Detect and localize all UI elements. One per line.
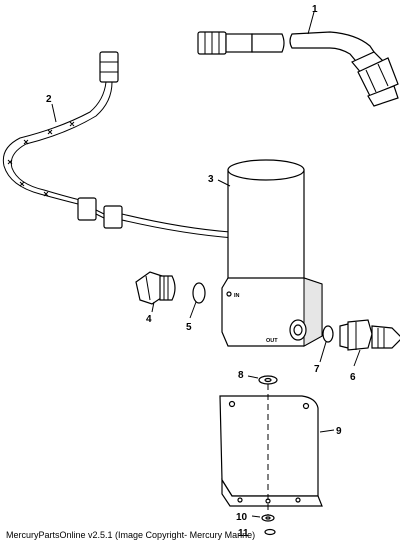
inlet-marking: IN bbox=[234, 293, 240, 299]
leader-line-3 bbox=[217, 179, 231, 187]
callout-6: 6 bbox=[350, 372, 356, 383]
washer-bottom[interactable] bbox=[261, 514, 275, 522]
copyright-footer: MercuryPartsOnline v2.5.1 (Image Copyrig… bbox=[6, 530, 256, 540]
fuel-hose-assembly[interactable] bbox=[197, 31, 399, 107]
callout-3: 3 bbox=[208, 174, 214, 185]
callout-7: 7 bbox=[314, 364, 320, 375]
outlet-marking: OUT bbox=[266, 338, 278, 344]
callout-11: 11 bbox=[238, 528, 249, 539]
washer-top[interactable] bbox=[258, 375, 278, 385]
fuel-pump-body[interactable] bbox=[221, 159, 323, 347]
leader-line-5 bbox=[189, 301, 197, 319]
wiring-harness[interactable] bbox=[2, 51, 267, 239]
inlet-fitting[interactable] bbox=[135, 271, 176, 305]
callout-9: 9 bbox=[336, 426, 342, 437]
leader-line-10 bbox=[251, 515, 261, 518]
outlet-fitting[interactable] bbox=[339, 319, 400, 351]
callout-10: 10 bbox=[236, 512, 248, 523]
o-ring-inlet[interactable] bbox=[192, 282, 206, 304]
o-ring-outlet[interactable] bbox=[322, 325, 334, 343]
leader-line-6 bbox=[353, 349, 361, 367]
callout-2: 2 bbox=[46, 94, 52, 105]
callout-1: 1 bbox=[312, 4, 318, 15]
leader-line-1 bbox=[307, 11, 315, 35]
callout-8: 8 bbox=[238, 370, 244, 381]
callout-5: 5 bbox=[186, 322, 192, 333]
nut[interactable] bbox=[264, 528, 276, 536]
leader-line-2 bbox=[51, 103, 57, 123]
callout-4: 4 bbox=[146, 314, 152, 325]
leader-line-4 bbox=[151, 301, 155, 313]
leader-line-9 bbox=[319, 429, 335, 433]
leader-line-7 bbox=[319, 341, 327, 363]
mounting-bracket[interactable] bbox=[219, 384, 323, 520]
leader-line-8 bbox=[247, 375, 259, 379]
